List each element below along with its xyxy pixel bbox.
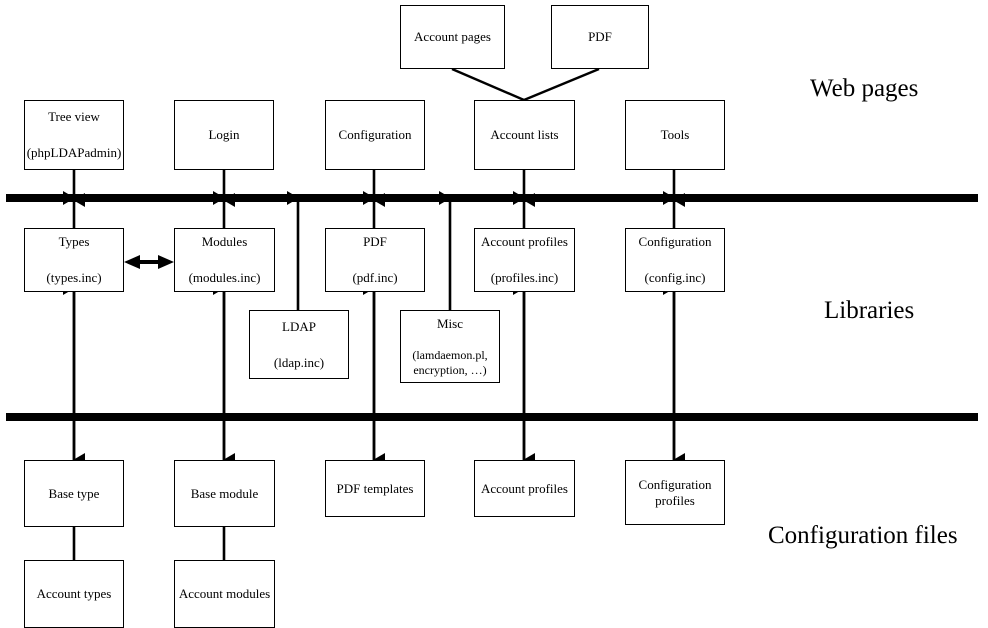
- node-account-profiles-lib-sublabel: (profiles.inc): [490, 270, 559, 285]
- node-types[interactable]: Types (types.inc): [24, 228, 124, 292]
- node-base-type-label: Base type: [48, 485, 100, 501]
- node-tree-view-label: Tree view: [48, 109, 100, 124]
- node-misc-sublabel: (lamdaemon.pl, encryption, …): [412, 347, 488, 377]
- node-configuration-page[interactable]: Configuration: [325, 100, 425, 170]
- node-configuration-profiles-sublabel: profiles: [655, 492, 695, 508]
- node-modules[interactable]: Modules (modules.inc): [174, 228, 275, 292]
- node-configuration-lib-label: Configuration: [638, 234, 712, 249]
- node-configuration-lib-sublabel: (config.inc): [644, 270, 706, 285]
- node-account-modules[interactable]: Account modules: [174, 560, 275, 628]
- node-configuration-page-label: Configuration: [338, 127, 412, 142]
- node-configuration-profiles[interactable]: Configuration profiles: [625, 460, 725, 525]
- node-account-profiles-lib[interactable]: Account profiles (profiles.inc): [474, 228, 575, 292]
- node-misc-label: Misc: [437, 315, 463, 331]
- edge-types-modules-bidirectional: [124, 255, 174, 269]
- web-pages-libraries-separator-bar: [6, 194, 978, 202]
- node-pdf-lib-label: PDF: [363, 234, 387, 249]
- node-pdf-source[interactable]: PDF: [551, 5, 649, 69]
- node-account-lists[interactable]: Account lists: [474, 100, 575, 170]
- node-pdf-source-label: PDF: [588, 29, 612, 44]
- section-label-web-pages: Web pages: [810, 75, 919, 102]
- node-pdf-templates-label: PDF templates: [336, 480, 414, 496]
- node-pdf-lib-sublabel: (pdf.inc): [352, 270, 398, 285]
- edge-account-pages-to-account-lists: [451, 67, 525, 102]
- node-configuration-lib[interactable]: Configuration (config.inc): [625, 228, 725, 292]
- node-base-type[interactable]: Base type: [24, 460, 124, 527]
- node-login-label: Login: [208, 127, 240, 142]
- node-ldap-label: LDAP: [282, 318, 316, 334]
- node-base-module-label: Base module: [190, 485, 259, 501]
- node-account-profiles-file-label: Account profiles: [480, 480, 568, 496]
- node-ldap-sublabel: (ldap.inc): [273, 354, 325, 370]
- node-account-profiles-file[interactable]: Account profiles: [474, 460, 575, 517]
- node-modules-sublabel: (modules.inc): [188, 270, 261, 285]
- node-account-profiles-lib-label: Account profiles: [480, 234, 568, 249]
- node-login[interactable]: Login: [174, 100, 274, 170]
- node-account-types-label: Account types: [36, 586, 112, 601]
- node-misc[interactable]: Misc (lamdaemon.pl, encryption, …): [400, 310, 500, 383]
- node-account-pages[interactable]: Account pages: [400, 5, 505, 69]
- node-configuration-profiles-label: Configuration: [638, 476, 712, 492]
- node-ldap[interactable]: LDAP (ldap.inc): [249, 310, 349, 379]
- node-account-pages-label: Account pages: [414, 29, 491, 44]
- node-types-sublabel: (types.inc): [46, 270, 102, 285]
- node-tree-view[interactable]: Tree view (phpLDAPadmin): [24, 100, 124, 170]
- node-account-modules-label: Account modules: [178, 586, 271, 601]
- edge-pdf-to-account-lists: [523, 67, 600, 102]
- node-tools-label: Tools: [660, 127, 690, 142]
- section-label-libraries: Libraries: [824, 297, 915, 324]
- node-account-lists-label: Account lists: [490, 127, 559, 142]
- libraries-configfiles-separator-bar: [6, 413, 978, 421]
- node-pdf-lib[interactable]: PDF (pdf.inc): [325, 228, 425, 292]
- node-modules-label: Modules: [201, 234, 248, 249]
- node-types-label: Types: [58, 234, 90, 249]
- node-base-module[interactable]: Base module: [174, 460, 275, 527]
- node-tree-view-sublabel: (phpLDAPadmin): [26, 145, 122, 160]
- node-tools[interactable]: Tools: [625, 100, 725, 170]
- node-pdf-templates[interactable]: PDF templates: [325, 460, 425, 517]
- section-label-configuration-files: Configuration files: [768, 522, 958, 549]
- node-account-types[interactable]: Account types: [24, 560, 124, 628]
